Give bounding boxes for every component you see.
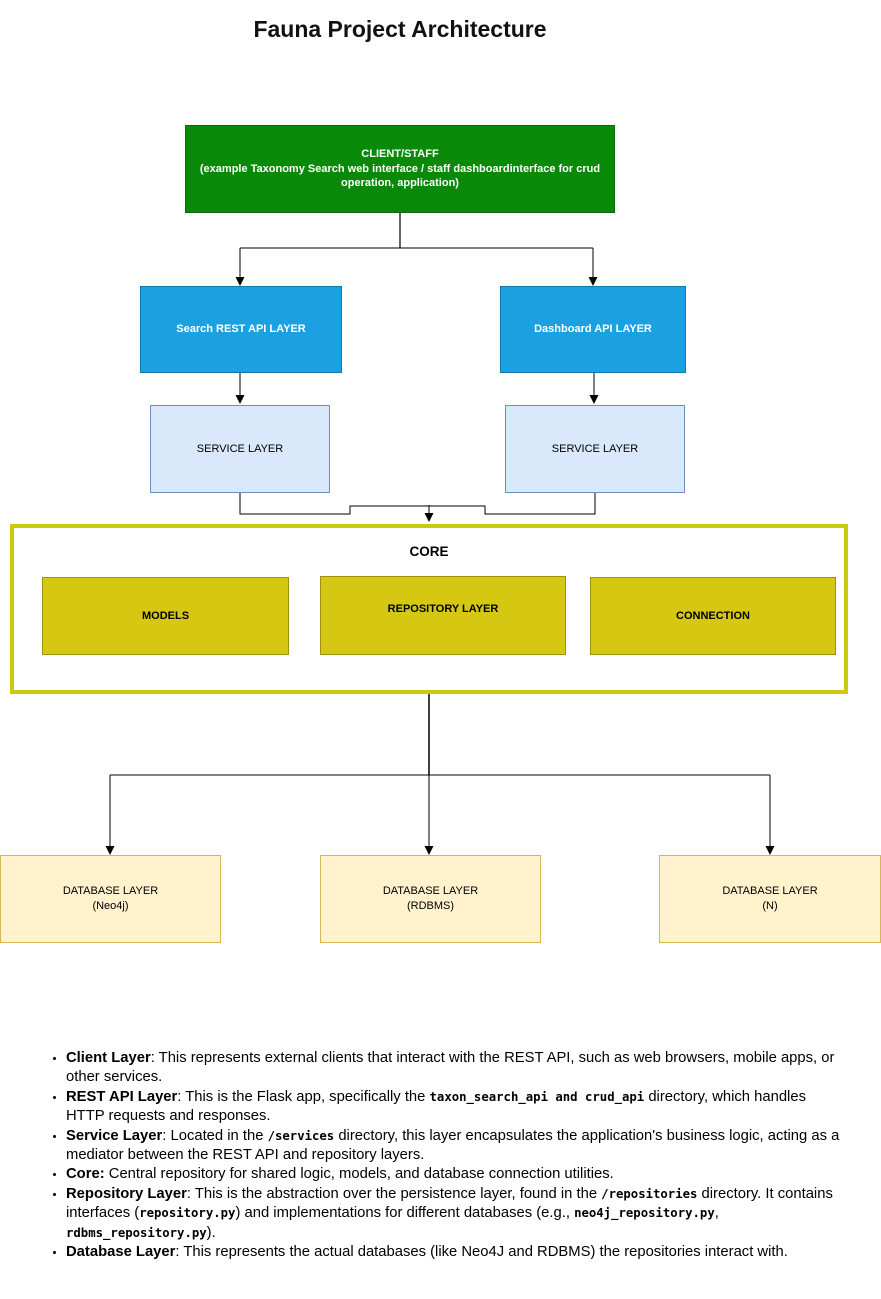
note-text: Central repository for shared logic, mod… bbox=[104, 1166, 614, 1183]
models-label: MODELS bbox=[141, 609, 190, 622]
search-rest-api-box: Search REST API LAYER bbox=[140, 286, 342, 373]
service-layer-right-box: SERVICE LAYER bbox=[505, 405, 685, 493]
notes-list: Client Layer: This represents external c… bbox=[46, 1049, 842, 1262]
note-item: Database Layer: This represents the actu… bbox=[66, 1243, 842, 1262]
note-item: Service Layer: Located in the /services … bbox=[66, 1127, 842, 1166]
note-text: : This represents external clients that … bbox=[66, 1050, 835, 1086]
service-layer-left-label: SERVICE LAYER bbox=[196, 442, 284, 455]
note-code: /services bbox=[267, 1128, 335, 1143]
database-layer-neo4j-box: DATABASE LAYER (Neo4j) bbox=[0, 855, 221, 943]
note-term: Database Layer bbox=[66, 1244, 176, 1261]
note-text: directory, this layer encapsulates the a… bbox=[66, 1127, 840, 1164]
note-term: REST API Layer bbox=[66, 1088, 178, 1105]
repository-layer-label: REPOSITORY LAYER bbox=[387, 602, 499, 615]
note-text: ). bbox=[206, 1224, 216, 1241]
database-layer-neo4j-line1: DATABASE LAYER bbox=[62, 885, 159, 897]
note-text: : This is the Flask app, specifically th… bbox=[177, 1088, 430, 1105]
note-text: directory. It contains interfaces ( bbox=[66, 1185, 833, 1222]
dashboard-api-label: Dashboard API LAYER bbox=[534, 323, 652, 336]
note-code: /repositories bbox=[601, 1186, 698, 1201]
note-term: Client Layer bbox=[66, 1050, 151, 1066]
note-code: neo4j_repository.py bbox=[574, 1206, 715, 1221]
models-box: MODELS bbox=[42, 577, 289, 655]
database-layer-n-line1: DATABASE LAYER bbox=[722, 885, 818, 897]
client-box-title: CLIENT/STAFF bbox=[361, 148, 439, 161]
database-layer-n-line2: (N) bbox=[762, 900, 778, 912]
client-staff-box: CLIENT/STAFF (example Taxonomy Search we… bbox=[185, 125, 615, 213]
connection-box: CONNECTION bbox=[590, 577, 836, 655]
note-text: : This is the abstraction over the persi… bbox=[186, 1185, 602, 1202]
note-item: Repository Layer: This is the abstractio… bbox=[66, 1185, 842, 1243]
client-box-subtitle: (example Taxonomy Search web interface /… bbox=[199, 162, 601, 190]
search-rest-api-label: Search REST API LAYER bbox=[176, 323, 306, 336]
database-layer-rdbms-box: DATABASE LAYER (RDBMS) bbox=[320, 855, 541, 943]
database-layer-rdbms-line1: DATABASE LAYER bbox=[382, 885, 479, 897]
repository-layer-box: REPOSITORY LAYER bbox=[320, 576, 566, 655]
note-text: , bbox=[714, 1205, 719, 1222]
note-code: repository.py bbox=[139, 1206, 236, 1221]
note-term: Repository Layer bbox=[66, 1185, 187, 1202]
database-layer-rdbms-line2: (RDBMS) bbox=[406, 900, 455, 912]
note-text: ) and implementations for different data… bbox=[235, 1205, 575, 1222]
page-title: Fauna Project Architecture bbox=[253, 16, 547, 42]
note-item: REST API Layer: This is the Flask app, s… bbox=[66, 1088, 842, 1127]
note-item: Core: Central repository for shared logi… bbox=[66, 1165, 842, 1184]
service-layer-left-box: SERVICE LAYER bbox=[150, 405, 330, 493]
note-text: : Located in the bbox=[162, 1127, 268, 1144]
note-code: rdbms_repository.py bbox=[66, 1225, 207, 1240]
note-term: Core: bbox=[66, 1166, 105, 1183]
dashboard-api-box: Dashboard API LAYER bbox=[500, 286, 686, 373]
note-text: : This represents the actual databases (… bbox=[175, 1244, 788, 1261]
database-layer-neo4j-line2: (Neo4j) bbox=[92, 900, 129, 912]
core-title: CORE bbox=[409, 544, 449, 559]
database-layer-n-box: DATABASE LAYER (N) bbox=[659, 855, 881, 943]
note-item: Client Layer: This represents external c… bbox=[66, 1049, 842, 1088]
note-code: taxon_search_api and crud_api bbox=[429, 1089, 645, 1104]
note-text: directory, which handles HTTP requests a… bbox=[66, 1088, 806, 1125]
connection-label: CONNECTION bbox=[676, 609, 750, 622]
note-term: Service Layer bbox=[66, 1127, 163, 1144]
client-staff-label: CLIENT/STAFF (example Taxonomy Search we… bbox=[198, 147, 602, 191]
service-layer-right-label: SERVICE LAYER bbox=[551, 442, 639, 455]
